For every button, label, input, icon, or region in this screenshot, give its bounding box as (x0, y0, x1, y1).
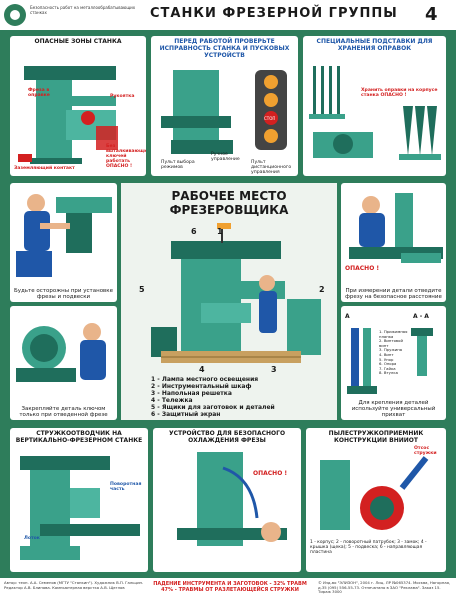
legend-item: 5 - Ящики для заготовок и деталей (151, 404, 275, 411)
measuring-warn: ОПАСНО ! (345, 265, 380, 272)
workplace-legend: 1 - Лампа местного освещения 2 - Инструм… (151, 376, 275, 418)
label-storage-warn: Хранить оправки на корпусе станка ОПАСНО… (361, 88, 438, 98)
poster-number: 4 (425, 4, 438, 25)
footer-stat-line: ПАДЕНИЕ ИНСТРУМЕНТА И ЗАГОТОВОК - 32% ТР… (153, 581, 307, 587)
clamp-illustration (16, 323, 106, 382)
footer-stats: ПАДЕНИЕ ИНСТРУМЕНТА И ЗАГОТОВОК - 32% ТР… (150, 581, 310, 593)
legend-item: 6 - Защитный экран (151, 411, 221, 418)
label-section-a: А (345, 313, 350, 320)
legend-item: 1 - Лампа местного освещения (151, 376, 259, 383)
panel-chip-guide: СТРУЖКООТВОДЧИК НА ВЕРТИКАЛЬНО-ФРЕЗЕРНОМ… (10, 428, 148, 572)
workplace-illustration (151, 223, 321, 363)
caption-chip-guide: СТРУЖКООТВОДЧИК НА ВЕРТИКАЛЬНО-ФРЕЗЕРНОМ… (15, 430, 143, 444)
worker-install-illustration (16, 194, 112, 277)
label-cutter: Фреза в оправке (28, 88, 50, 98)
fixture-illustration (347, 328, 433, 394)
legend-item: 3 - Напольная решетка (151, 390, 232, 397)
poster-title: СТАНКИ ФРЕЗЕРНОЙ ГРУППЫ (150, 6, 398, 21)
part-item: 3. Пружина (379, 347, 403, 353)
measuring-illustration (349, 193, 443, 263)
label-handle: Рукоятка (110, 94, 135, 99)
label-guard: Без выталкивающих ключей работать ОПАСНО… (106, 144, 146, 169)
caption-fixture: Для крепления деталей используйте универ… (351, 400, 436, 418)
label-ground: Заземляющий контакт (14, 166, 75, 171)
caption-dust: ПЫЛЕСТРУЖКОПРИЕМНИК КОНСТРУКЦИИ ВНИИОТ (328, 430, 424, 444)
legend-item: 2 - Инструментальный шкаф (151, 383, 252, 390)
caption-danger-zones: ОПАСНЫЕ ЗОНЫ СТАНКА (34, 38, 122, 45)
panel-coolant: УСТРОЙСТВО ДЛЯ БЕЗОПАСНОГО ОХЛАЖДЕНИЯ ФР… (153, 428, 301, 572)
chip-guide-illustration (20, 456, 140, 560)
part-item: 2. Винтовой винт (379, 338, 403, 348)
label-section-aa: А - А (413, 313, 429, 320)
footer-publisher: © Изд-во "ЭЛИЗОН", 2004 г. Лиц. ЛР №0653… (318, 580, 451, 594)
dust-collector-illustration (320, 456, 429, 530)
panel-danger-zones: ОПАСНЫЕ ЗОНЫ СТАНКА Фреза в оправке Руко… (10, 36, 146, 176)
machine-check-illustration (161, 70, 287, 154)
footer-stat-line: 47% - ТРАВМЫ ОТ РАЗЛЕТАЮЩЕЙСЯ СТРУЖКИ (161, 587, 299, 593)
caption-cutter-install: Будьте осторожны при установке фрезы и п… (13, 288, 114, 300)
caption-coolant: УСТРОЙСТВО ДЛЯ БЕЗОПАСНОГО ОХЛАЖДЕНИЯ ФР… (168, 430, 286, 444)
fixture-parts: 1. Прижимная планка 2. Винтовой винт 3. … (379, 329, 413, 376)
legend-item: 4 - Тележка (151, 397, 193, 404)
panel-clamp: Закрепляйте деталь ключом только при отв… (10, 306, 117, 420)
panel-cutter-install: Будьте осторожны при установке фрезы и п… (10, 183, 117, 302)
part-item: 7. Гайка (379, 365, 396, 371)
panel-workplace: РАБОЧЕЕ МЕСТО ФРЕЗЕРОВЩИКА 6 1 5 2 4 3 1… (121, 183, 337, 420)
workplace-title-line2: ФРЕЗЕРОВЩИКА (169, 203, 289, 217)
callout-6: 6 (191, 227, 197, 236)
milling-machine-illustration (18, 66, 118, 164)
label-stop: СТОП (264, 116, 276, 121)
part-item: 8. Втулка (379, 370, 398, 376)
label-moving-part: Поворотная часть (110, 482, 142, 492)
footer-credits: Автор: техн. А.А. Семенов (МГТУ "Станкин… (4, 580, 144, 590)
label-manual: Ручное управление (211, 152, 240, 162)
part-item: 6. Опора (379, 361, 397, 367)
callout-4: 4 (199, 365, 205, 374)
callout-5: 5 (139, 285, 145, 294)
dust-legend: 1 - корпус; 2 - поворотный патрубок; 3 -… (310, 540, 427, 555)
publisher-line: Безопасность работ на металлообрабатываю… (30, 5, 136, 15)
part-item: 4. Винт (379, 351, 394, 357)
panel-measuring: ОПАСНО ! При измерении детали отведите ф… (341, 183, 446, 302)
storage-stand-illustration (309, 66, 441, 160)
workplace-title: РАБОЧЕЕ МЕСТО ФРЕЗЕРОВЩИКА (121, 189, 337, 217)
workplace-title-line1: РАБОЧЕЕ МЕСТО (171, 189, 287, 203)
footer: Автор: техн. А.А. Семенов (МГТУ "Станкин… (0, 578, 456, 600)
caption-check: ПЕРЕД РАБОТОЙ ПРОВЕРЬТЕ ИСПРАВНОСТЬ СТАН… (159, 38, 290, 59)
label-chip-out: Отсос стружки (414, 446, 437, 456)
caption-storage: СПЕЦИАЛЬНЫЕ ПОДСТАВКИ ДЛЯ ХРАНЕНИЯ ОПРАВ… (316, 38, 433, 52)
callout-1: 1 (217, 227, 223, 236)
caption-measuring: При измерении детали отведите фрезу на б… (345, 288, 442, 300)
coolant-warn: ОПАСНО ! (253, 470, 288, 477)
callout-3: 3 (271, 365, 277, 374)
caption-clamp: Закрепляйте деталь ключом только при отв… (19, 406, 108, 418)
panel-check: ПЕРЕД РАБОТОЙ ПРОВЕРЬТЕ ИСПРАВНОСТЬ СТАН… (151, 36, 298, 176)
coolant-illustration (177, 452, 287, 546)
part-item: 1. Прижимная планка (379, 329, 408, 339)
panel-dust: ПЫЛЕСТРУЖКОПРИЕМНИК КОНСТРУКЦИИ ВНИИОТ О… (306, 428, 446, 572)
header: Безопасность работ на металлообрабатываю… (0, 0, 456, 30)
panel-storage: СПЕЦИАЛЬНЫЕ ПОДСТАВКИ ДЛЯ ХРАНЕНИЯ ОПРАВ… (303, 36, 446, 176)
part-item: 5. Упор (379, 356, 394, 362)
panel-fixture: А А - А 1. Прижимная планка 2. Винтовой … (341, 306, 446, 420)
label-remote: Пульт дистанционного управления (251, 160, 292, 175)
label-modes: Пульт выбора режимов (161, 160, 195, 170)
logo-icon (4, 4, 26, 26)
label-tray: Лоток (24, 536, 40, 541)
callout-2: 2 (319, 285, 325, 294)
